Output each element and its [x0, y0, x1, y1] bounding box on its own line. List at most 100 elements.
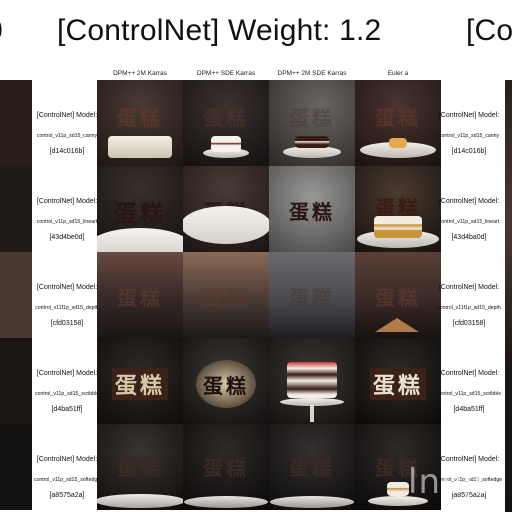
grid-title-left-partial: 0	[0, 14, 3, 48]
row-label: [ControlNet] Model: control_v11p_sd15_so…	[426, 456, 512, 499]
row-label-title: [ControlNet] Model:	[36, 456, 98, 463]
generated-image: 蛋糕	[97, 80, 183, 166]
image-cell-left-partial	[0, 80, 32, 166]
plate-image	[196, 360, 256, 408]
row-label-title: [ControlNet] Model:	[438, 456, 500, 463]
cake-logo: 蛋糕	[117, 106, 163, 130]
row-label-model: control_v11p_sd15_softedge	[435, 477, 503, 483]
row-label-model: control_v11f1p_sd15_depth	[35, 305, 99, 311]
row-label-model: control_v11p_sd15_scribble	[436, 391, 502, 397]
generated-image: 蛋糕	[183, 166, 269, 252]
generated-image: 蛋糕	[183, 80, 269, 166]
row-label-hash: [cfd03158]	[50, 320, 84, 327]
plate-image	[97, 494, 183, 508]
cake-image	[287, 362, 337, 398]
row-label-model: control_v11p_sd15_scribble	[34, 391, 100, 397]
cake-logo: 蛋糕	[289, 286, 335, 310]
cake-logo: 蛋糕	[113, 199, 167, 228]
generated-image: 蛋糕	[269, 424, 355, 510]
row-label-model: control_v11p_sd15_canny	[36, 133, 98, 139]
row-label: [ControlNet] Model: control_v11p_sd15_so…	[31, 456, 103, 499]
row-label-hash: [cfd03158]	[452, 320, 486, 327]
plate-image	[203, 148, 249, 158]
row-label-title: [ControlNet] Model:	[438, 112, 500, 119]
generated-image: 蛋糕	[355, 338, 441, 424]
plate-image	[184, 496, 268, 508]
cake-image	[97, 228, 183, 252]
generated-image: 蛋糕	[97, 252, 183, 338]
cake-logo: 蛋糕	[289, 106, 335, 130]
row-label: [ControlNet] Model: control_v11p_sd15_sc…	[426, 370, 512, 413]
cake-logo: 蛋糕	[117, 286, 163, 310]
generated-image: 蛋糕	[269, 252, 355, 338]
row-label: [ControlNet] Model: control_v11p_sd15_li…	[426, 198, 512, 241]
row-label-title: [ControlNet] Model:	[438, 284, 500, 291]
cake-logo: 蛋糕	[375, 106, 421, 130]
plate-image	[270, 496, 354, 508]
generated-image: 蛋糕	[97, 424, 183, 510]
cake-logo: 蛋糕	[203, 106, 249, 130]
grid-title-right-partial: [Co	[466, 14, 512, 47]
cake-image	[389, 138, 407, 148]
cake-logo: 蛋糕	[289, 200, 335, 224]
generated-image: 蛋糕	[97, 166, 183, 252]
cake-logo: 蛋糕	[117, 456, 163, 480]
row-label-hash: [d4ba51ff]	[51, 406, 83, 413]
watermark-text: lnuis	[408, 462, 493, 502]
row-label-hash: [d14c016b]	[451, 148, 487, 155]
generated-image: 蛋糕	[269, 166, 355, 252]
row-label-hash: [d14c016b]	[49, 148, 85, 155]
generated-image: 蛋糕	[355, 252, 441, 338]
cake-image	[211, 136, 241, 152]
generated-image: 蛋糕	[183, 424, 269, 510]
row-label-model: control_v11p_sd15_lineart	[438, 219, 500, 225]
generated-image: 蛋糕	[269, 80, 355, 166]
row-label: [ControlNet] Model: control_v11p_sd15_li…	[31, 198, 103, 241]
column-header-sampler: DPM++ SDE Karras	[196, 70, 256, 77]
cake-logo: 蛋糕	[203, 374, 249, 398]
cake-logo: 蛋糕	[375, 456, 421, 480]
cake-logo: 蛋糕	[289, 456, 335, 480]
generated-image: 蛋糕	[355, 80, 441, 166]
row-label-title: [ControlNet] Model:	[438, 370, 500, 377]
row-label-title: [ControlNet] Model:	[36, 284, 98, 291]
image-cell-left-partial	[0, 338, 32, 424]
cake-stand-image	[310, 404, 314, 422]
column-header-sampler: DPM++ 2M SDE Karras	[277, 70, 347, 77]
row-label-model: control_v11f1p_sd15_depth	[437, 305, 501, 311]
row-label-title: [ControlNet] Model:	[36, 198, 98, 205]
grid-title-weight: [ControlNet] Weight: 1.2	[57, 14, 382, 47]
image-cell-left-partial	[0, 424, 32, 510]
cake-logo: 蛋糕	[369, 368, 427, 400]
row-label: [ControlNet] Model: control_v11f1p_sd15_…	[31, 284, 103, 327]
plate-image	[280, 398, 344, 406]
row-label-model: control_v11p_sd15_canny	[438, 133, 500, 139]
cake-image	[295, 136, 329, 148]
cake-logo: 蛋糕	[203, 456, 249, 480]
cake-image	[183, 206, 269, 244]
cake-image	[387, 482, 409, 496]
row-label-hash: [43d4ba0d]	[451, 234, 487, 241]
row-label-hash: [a8575a2a]	[451, 492, 487, 499]
row-label-hash: [43d4be0d]	[49, 234, 85, 241]
cake-slice-image	[375, 318, 419, 332]
cake-image	[108, 136, 172, 158]
row-label-model: control_v11p_sd15_lineart	[36, 219, 98, 225]
row-label: [ControlNet] Model: control_v11f1p_sd15_…	[426, 284, 512, 327]
cake-logo: 蛋糕	[203, 286, 249, 310]
column-header-sampler: DPM++ 2M Karras	[113, 70, 167, 77]
image-cell-left-partial	[0, 252, 32, 338]
plate-image	[368, 496, 428, 506]
row-label: [ControlNet] Model: control_v11p_sd15_ca…	[31, 112, 103, 155]
plate-image	[283, 146, 341, 158]
image-cell-left-partial	[0, 166, 32, 252]
generated-image: 蛋糕	[183, 338, 269, 424]
generated-image: 蛋糕	[97, 338, 183, 424]
row-label-title: [ControlNet] Model:	[36, 370, 98, 377]
generated-image: 蛋糕	[183, 252, 269, 338]
row-label-hash: [d4ba51ff]	[453, 406, 485, 413]
image-cell-right-partial	[505, 80, 512, 512]
cake-logo: 蛋糕	[375, 286, 421, 310]
row-label-hash: [a8575a2a]	[49, 492, 85, 499]
plate-image	[360, 142, 436, 158]
